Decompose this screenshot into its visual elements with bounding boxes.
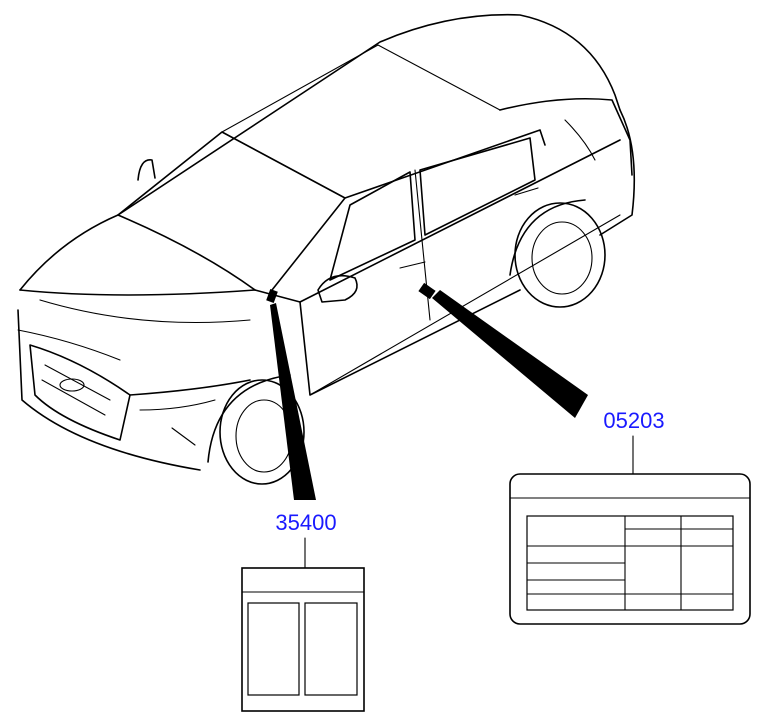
label-05203-icon bbox=[509, 473, 751, 625]
part-number-05203[interactable]: 05203 bbox=[603, 408, 664, 433]
car-illustration bbox=[17, 13, 636, 485]
part-05203-group: 05203 bbox=[509, 408, 751, 625]
leader-35400 bbox=[266, 288, 316, 500]
label-35400-icon bbox=[241, 567, 365, 712]
leader-05203 bbox=[418, 282, 588, 418]
part-35400-group: 35400 bbox=[241, 510, 365, 712]
part-number-35400[interactable]: 35400 bbox=[275, 510, 336, 535]
